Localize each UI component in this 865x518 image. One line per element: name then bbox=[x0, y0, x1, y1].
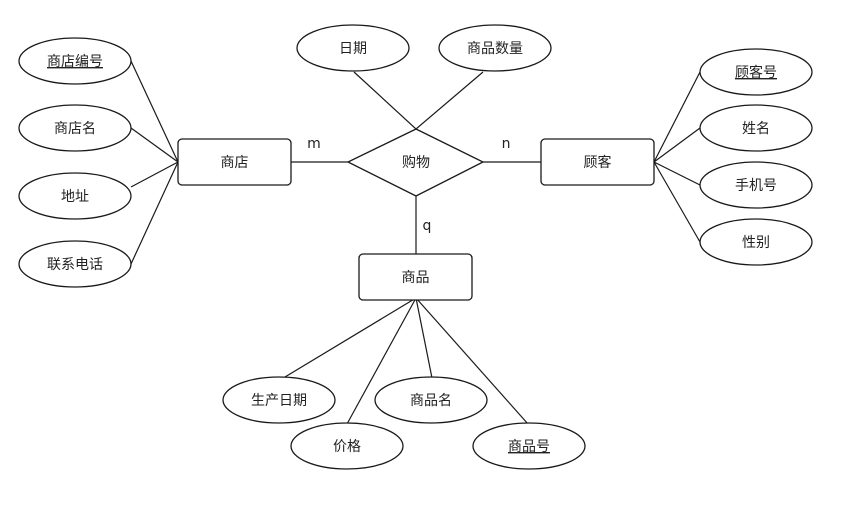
attr-production-date-label: 生产日期 bbox=[251, 393, 307, 409]
attr-gender bbox=[699, 218, 813, 266]
attr-price bbox=[290, 422, 404, 470]
connector-product-no bbox=[415, 297, 529, 425]
connectors bbox=[130, 60, 701, 425]
attr-address bbox=[18, 172, 132, 220]
relationship-diamond bbox=[346, 128, 485, 197]
connector-gender bbox=[653, 161, 701, 243]
attr-mobile-label: 手机号 bbox=[735, 178, 777, 194]
store-entity bbox=[177, 138, 292, 186]
connector-store-name bbox=[130, 127, 179, 163]
attr-product-name bbox=[374, 376, 488, 424]
attr-phone-label: 联系电话 bbox=[47, 257, 103, 273]
attr-store-name-label: 商店名 bbox=[54, 121, 96, 137]
attr-name-label: 姓名 bbox=[742, 121, 770, 137]
store-entity-label: 商店 bbox=[221, 155, 249, 171]
attr-date bbox=[296, 24, 410, 72]
attr-production-date bbox=[222, 376, 336, 424]
connector-quantity bbox=[415, 71, 484, 130]
relationship-group: 购物 日期 商品数量 m n q bbox=[296, 24, 552, 234]
attr-product-no bbox=[472, 422, 586, 470]
cardinality-product: q bbox=[423, 218, 432, 234]
connector-date bbox=[353, 71, 417, 130]
attr-product-name-label: 商品名 bbox=[410, 393, 452, 409]
connector-product-name bbox=[415, 297, 433, 379]
attr-quantity bbox=[438, 24, 552, 72]
attr-customer-no-label: 顾客号 bbox=[735, 64, 777, 81]
attr-product-no-label: 商品号 bbox=[508, 439, 550, 455]
cardinality-customer: n bbox=[502, 136, 511, 152]
product-entity-label: 商品 bbox=[402, 270, 430, 286]
attr-store-no-label: 商店编号 bbox=[47, 54, 103, 70]
connector-customer-no bbox=[653, 71, 701, 163]
connector-store-no bbox=[130, 60, 179, 163]
relationship-label: 购物 bbox=[402, 155, 430, 171]
customer-group: 顾客 顾客号 姓名 手机号 性别 bbox=[540, 48, 813, 266]
attr-mobile bbox=[699, 161, 813, 209]
connector-price bbox=[346, 297, 417, 425]
connector-mobile bbox=[653, 161, 701, 186]
connector-address bbox=[130, 161, 179, 188]
product-entity bbox=[358, 253, 473, 301]
customer-entity-label: 顾客 bbox=[584, 154, 612, 171]
attr-customer-no bbox=[699, 48, 813, 96]
cardinality-store: m bbox=[307, 136, 321, 152]
connector-production-date bbox=[279, 297, 417, 381]
attr-address-label: 地址 bbox=[61, 189, 89, 205]
attr-name bbox=[699, 104, 813, 152]
product-group: 商品 生产日期 价格 商品名 商品号 bbox=[222, 253, 586, 470]
attr-date-label: 日期 bbox=[339, 41, 367, 57]
attr-store-name bbox=[18, 104, 132, 152]
attr-price-label: 价格 bbox=[333, 439, 361, 455]
customer-entity bbox=[540, 138, 655, 186]
attr-phone bbox=[18, 240, 132, 288]
connector-phone bbox=[130, 161, 179, 265]
attr-quantity-label: 商品数量 bbox=[467, 41, 523, 57]
store-group: 商店 商店编号 商店名 地址 联系电话 bbox=[18, 37, 292, 288]
attr-store-no bbox=[18, 37, 132, 85]
attr-gender-label: 性别 bbox=[742, 235, 770, 251]
connector-name bbox=[653, 127, 701, 163]
